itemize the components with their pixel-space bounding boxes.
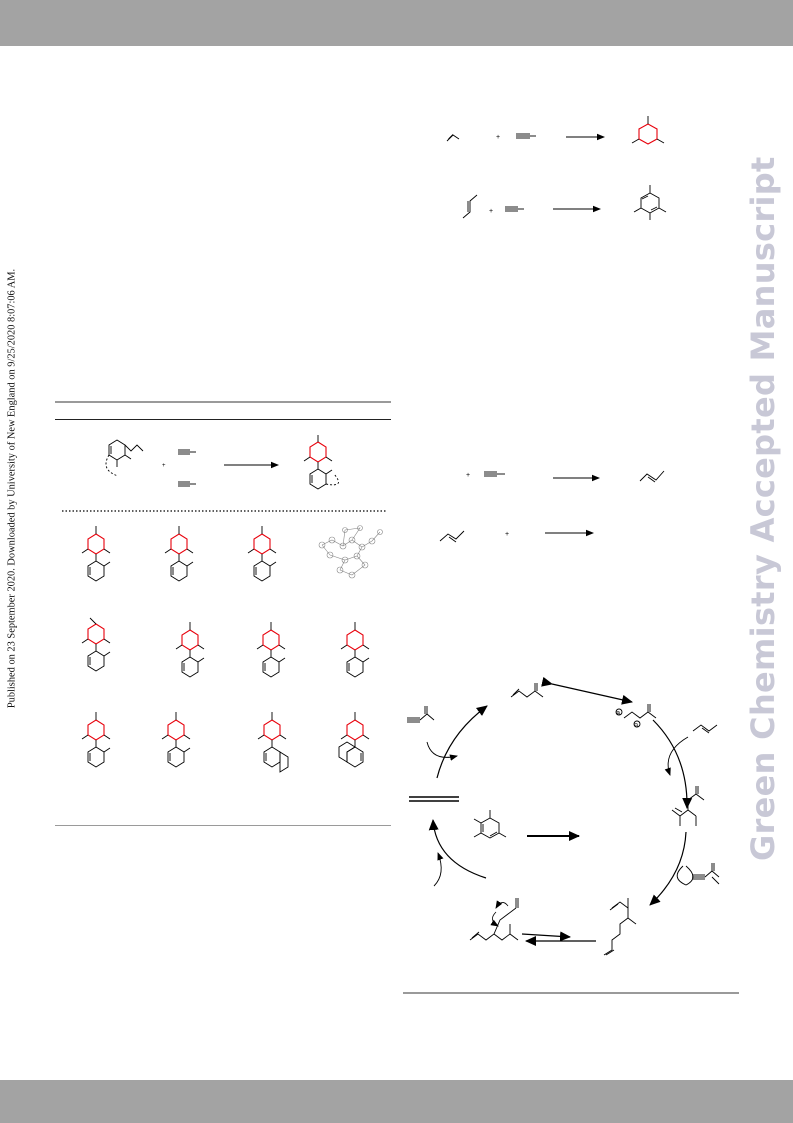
plus-sign: + — [505, 531, 509, 538]
header-bar — [0, 0, 793, 46]
scheme-top: + + — [446, 116, 667, 220]
curved-arrow — [676, 865, 694, 886]
charge-minus: ⊖ — [634, 723, 639, 729]
diene-structure — [510, 683, 544, 698]
scheme-right-rule-bottom — [403, 992, 739, 994]
biaryl-product-structure — [303, 435, 339, 490]
equilibrium-arrow — [541, 676, 633, 705]
product-cell — [164, 526, 194, 582]
scheme-left-rule-header — [55, 419, 391, 420]
tetramethylbenzene-structure — [633, 185, 667, 220]
curved-arrow — [664, 736, 689, 776]
cycle-arrow — [652, 719, 693, 809]
propyne-structure — [516, 133, 536, 139]
cyclization-intermediate-structure — [469, 898, 519, 941]
cyclohexadiene-structure — [473, 810, 507, 839]
plus-sign: + — [162, 463, 166, 469]
product-cell-naphthyl — [338, 712, 370, 768]
product-cell-naphthyl — [257, 712, 289, 773]
mesitylene-structure — [631, 116, 665, 145]
plus-sign: + — [496, 134, 500, 141]
ene-adduct-structure — [671, 786, 705, 826]
isopropenyl-acetylene-structure — [407, 706, 435, 723]
propyne-structure — [505, 206, 524, 212]
footer-bar — [0, 1080, 793, 1123]
catalytic-cycle — [409, 676, 694, 946]
scheme-left-general: + — [105, 435, 339, 490]
product-cell — [161, 712, 191, 768]
propyne-structure — [178, 449, 196, 455]
product-cell — [81, 526, 111, 582]
equilibrium-arrow — [521, 931, 571, 942]
cycle-arrow — [428, 819, 487, 879]
plus-sign: + — [466, 472, 470, 479]
plus-sign: + — [489, 208, 493, 215]
product-cell — [247, 526, 277, 582]
scheme-left-rule-top — [55, 401, 391, 403]
product-cell — [340, 622, 370, 678]
xray-structure — [318, 525, 383, 579]
scheme-left-rule-bottom — [55, 825, 391, 826]
triene-structure — [603, 898, 637, 956]
charge-plus: ⊕ — [616, 711, 621, 717]
curved-arrow — [426, 741, 458, 761]
zwitterion-structure: ⊕ ⊖ — [616, 704, 657, 729]
products-grid — [81, 525, 383, 773]
product-cell — [256, 622, 286, 678]
cycle-species: ⊕ ⊖ — [407, 683, 720, 956]
product-cell — [81, 712, 111, 768]
product-cell — [175, 622, 205, 678]
propene-structure — [446, 134, 460, 142]
cycle-arrow — [649, 831, 687, 906]
curved-arrow — [433, 852, 444, 887]
propyne-structure — [178, 481, 196, 487]
propenyl-toluene-structure — [105, 439, 144, 477]
butene-structure — [462, 194, 478, 219]
butene-structure — [439, 530, 465, 543]
butene-structure — [639, 470, 665, 483]
scheme-right-mid: + + — [439, 470, 665, 543]
cycle-arrow — [436, 705, 488, 779]
propyne-structure — [484, 471, 505, 477]
product-cell — [81, 617, 111, 672]
butene-structure — [692, 724, 718, 734]
isopropenyl-acetylene-structure — [692, 863, 720, 885]
